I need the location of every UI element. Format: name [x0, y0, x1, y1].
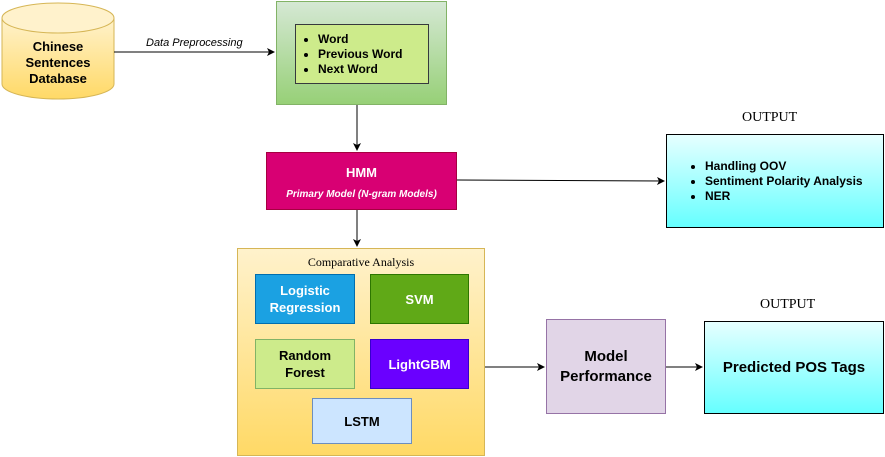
comparative-title: Comparative Analysis	[307, 255, 415, 269]
comparative-analysis-box: Comparative Analysis Logistic Regression…	[237, 248, 485, 456]
output-top-list: Handling OOV Sentiment Polarity Analysis…	[667, 159, 883, 204]
features-box: Word Previous Word Next Word	[276, 1, 447, 105]
output-item-ner: NER	[705, 189, 883, 204]
hmm-box: HMM Primary Model (N-gram Models)	[266, 152, 457, 210]
model-svm: SVM	[370, 274, 469, 324]
feature-item-next-word: Next Word	[318, 62, 428, 77]
model-lightgbm: LightGBM	[370, 339, 469, 389]
database-line-2: Sentences	[25, 55, 91, 70]
features-inner-box: Word Previous Word Next Word	[295, 24, 429, 84]
edge-hmm-to-output	[456, 176, 665, 185]
model-lstm: LSTM	[312, 398, 412, 444]
model-performance-box: Model Performance	[546, 319, 666, 414]
predicted-pos-tags-box: Predicted POS Tags	[704, 321, 884, 414]
model-logistic-regression: Logistic Regression	[255, 274, 355, 324]
output-top-box: Handling OOV Sentiment Polarity Analysis…	[666, 134, 884, 228]
edge-label-preprocessing: Data Preprocessing	[146, 37, 243, 49]
feature-item-previous-word: Previous Word	[318, 47, 428, 62]
database-cylinder	[1, 2, 115, 100]
hmm-subtitle: Primary Model (N-gram Models)	[286, 189, 437, 200]
database-line-1: Chinese	[32, 39, 84, 54]
output-top-heading: OUTPUT	[742, 110, 798, 125]
output-bottom-heading: OUTPUT	[760, 297, 816, 312]
database-line-3: Database	[29, 71, 87, 86]
output-item-oov: Handling OOV	[705, 159, 883, 174]
features-list: Word Previous Word Next Word	[296, 32, 428, 77]
hmm-title: HMM	[345, 165, 378, 180]
output-item-sentiment: Sentiment Polarity Analysis	[705, 174, 883, 189]
model-random-forest: Random Forest	[255, 339, 355, 389]
database-label: Chinese Sentences Database	[2, 34, 114, 92]
feature-item-word: Word	[318, 32, 428, 47]
